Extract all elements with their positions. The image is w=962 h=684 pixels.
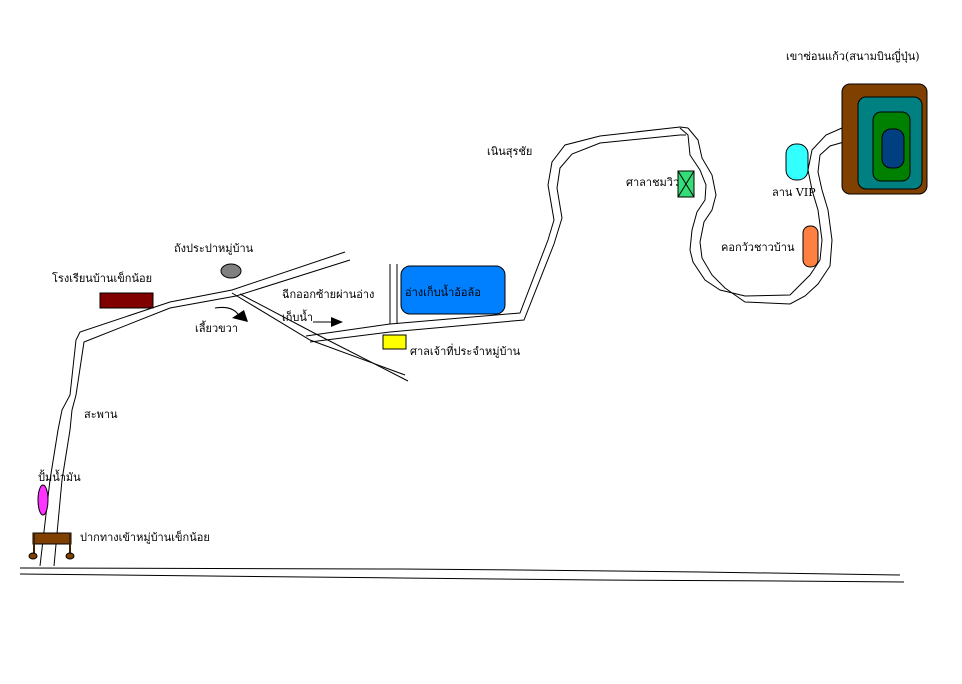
vip-area	[785, 143, 809, 181]
main-highway	[19, 567, 905, 583]
label-viewpoint: ศาลาชมวิว	[626, 176, 680, 189]
shrine	[382, 334, 407, 350]
mountain-airfield	[841, 83, 928, 195]
label-mountain: เขาซ่อนแก้ว(สนามบินญี่ปุ่น)	[786, 50, 920, 63]
label-school: โรงเรียนบ้านเข็กน้อย	[52, 272, 153, 285]
label-turn-right: เลี้ยวขวา	[195, 322, 238, 335]
gas-pump	[37, 484, 49, 516]
school-building	[99, 292, 154, 309]
turn-right-arrow	[214, 307, 248, 322]
entrance-road	[39, 251, 351, 567]
label-turn-left-1: ฉีกออกซ้ายผ่านอ่าง	[282, 288, 375, 301]
reservoir-road	[305, 126, 689, 343]
label-shrine: ศาลเจ้าที่ประจำหมู่บ้าน	[410, 345, 521, 358]
entrance-sign	[28, 532, 75, 560]
cowboy-corral	[802, 225, 819, 268]
label-turn-left-2: เก็บน้ำ	[282, 311, 314, 324]
viewpoint-pavilion	[677, 170, 695, 198]
turn-left-arrow	[313, 317, 343, 327]
label-hill: เนินสุรชัย	[487, 145, 533, 158]
branch-road	[231, 292, 409, 382]
label-water-tank: ถังประปาหมู่บ้าน	[174, 242, 254, 255]
label-entrance: ปากทางเข้าหมู่บ้านเข็กน้อย	[80, 531, 210, 544]
mountain-loop-road	[679, 127, 845, 305]
label-reservoir: อ่างเก็บน้ำอ้อล้อ	[405, 286, 481, 299]
label-cowboy: คอกวัวชาวบ้าน	[721, 241, 795, 254]
water-tank	[220, 263, 242, 279]
reservoir	[400, 265, 506, 315]
label-gas-pump: ปั้มน้ำมัน	[38, 471, 81, 484]
label-vip: ลาน VIP	[772, 186, 816, 199]
label-bridge: สะพาน	[84, 408, 118, 421]
